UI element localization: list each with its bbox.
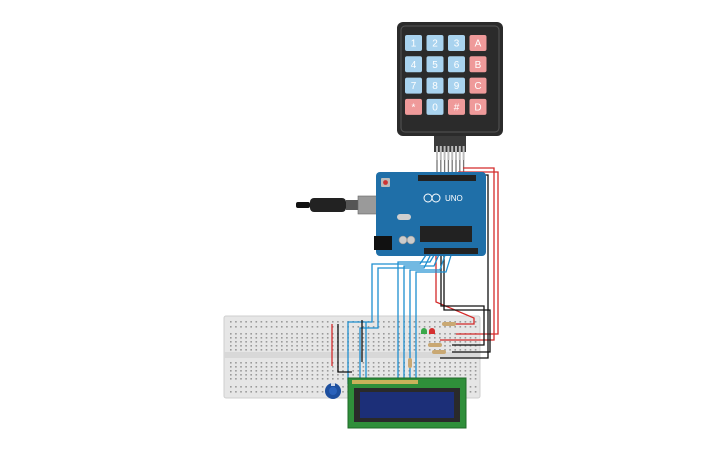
- key-label: #: [454, 102, 460, 113]
- arduino-model-label: UNO: [445, 194, 463, 203]
- key-label: 9: [454, 81, 460, 92]
- wire-blue-2: [359, 251, 433, 384]
- wire-red-power: [435, 250, 475, 325]
- key-B[interactable]: B: [469, 56, 487, 73]
- key-5[interactable]: 5: [426, 56, 444, 73]
- key-4[interactable]: 4: [405, 56, 422, 73]
- wire-blue-4: [403, 251, 441, 384]
- key-*[interactable]: *: [405, 98, 422, 115]
- key-label: B: [475, 60, 482, 71]
- wire-black-bb: [337, 324, 352, 373]
- key-label: 8: [432, 81, 438, 92]
- led-green: [421, 328, 427, 334]
- key-7[interactable]: 7: [405, 77, 422, 94]
- led-red: [429, 328, 435, 334]
- key-D[interactable]: D: [469, 98, 487, 115]
- key-label: 4: [411, 60, 417, 71]
- wire-red-right: [440, 167, 495, 341]
- key-1[interactable]: 1: [405, 35, 422, 51]
- key-label: C: [474, 81, 481, 92]
- power-jack: [374, 236, 392, 250]
- lcd-display[interactable]: [347, 377, 467, 429]
- key-label: 2: [432, 39, 438, 50]
- key-label: *: [412, 102, 416, 113]
- atmega-chip: [420, 226, 472, 242]
- keypad-keys: 1 2 3 A 4 5 6 B 7 8 9 C * 0 # D: [405, 35, 487, 115]
- crystal: [397, 214, 411, 220]
- potentiometer[interactable]: [325, 383, 341, 399]
- key-label: 0: [432, 102, 438, 113]
- wire-black-power-2: [443, 250, 491, 353]
- key-label: 5: [432, 60, 438, 71]
- key-2[interactable]: 2: [426, 35, 444, 51]
- arduino-board: [376, 172, 486, 256]
- key-label: A: [475, 39, 482, 50]
- resistor-2: [428, 343, 442, 347]
- keypad[interactable]: 1 2 3 A 4 5 6 B 7 8 9 C * 0 # D: [397, 22, 503, 160]
- wire-blue-3: [397, 251, 437, 384]
- key-0[interactable]: 0: [426, 98, 444, 115]
- keypad-connector-pins: [436, 146, 465, 160]
- key-label: 3: [454, 39, 460, 50]
- analog-header: [424, 248, 478, 254]
- key-label: 1: [411, 39, 417, 50]
- key-label: D: [474, 102, 481, 113]
- key-6[interactable]: 6: [448, 56, 465, 73]
- key-3[interactable]: 3: [448, 35, 465, 51]
- key-#[interactable]: #: [448, 98, 465, 115]
- wire-blue-6: [415, 251, 453, 384]
- lcd-pin-header: [352, 380, 418, 384]
- resistor-3: [432, 350, 446, 354]
- leds: [408, 322, 456, 368]
- digital-header: [418, 175, 476, 181]
- keypad-ribbon: [434, 136, 466, 152]
- resistor-4: [408, 358, 412, 368]
- key-A[interactable]: A: [469, 35, 487, 51]
- key-C[interactable]: C: [469, 77, 487, 94]
- key-8[interactable]: 8: [426, 77, 444, 94]
- key-9[interactable]: 9: [448, 77, 465, 94]
- resistor-1: [442, 322, 456, 326]
- key-label: 7: [411, 81, 417, 92]
- wire-blue-5: [409, 251, 447, 384]
- arduino-uno[interactable]: UNO: [296, 172, 486, 256]
- key-label: 6: [454, 60, 460, 71]
- wire-black-power: [440, 250, 485, 346]
- lcd-screen: [360, 392, 454, 418]
- usb-cable: [296, 195, 381, 215]
